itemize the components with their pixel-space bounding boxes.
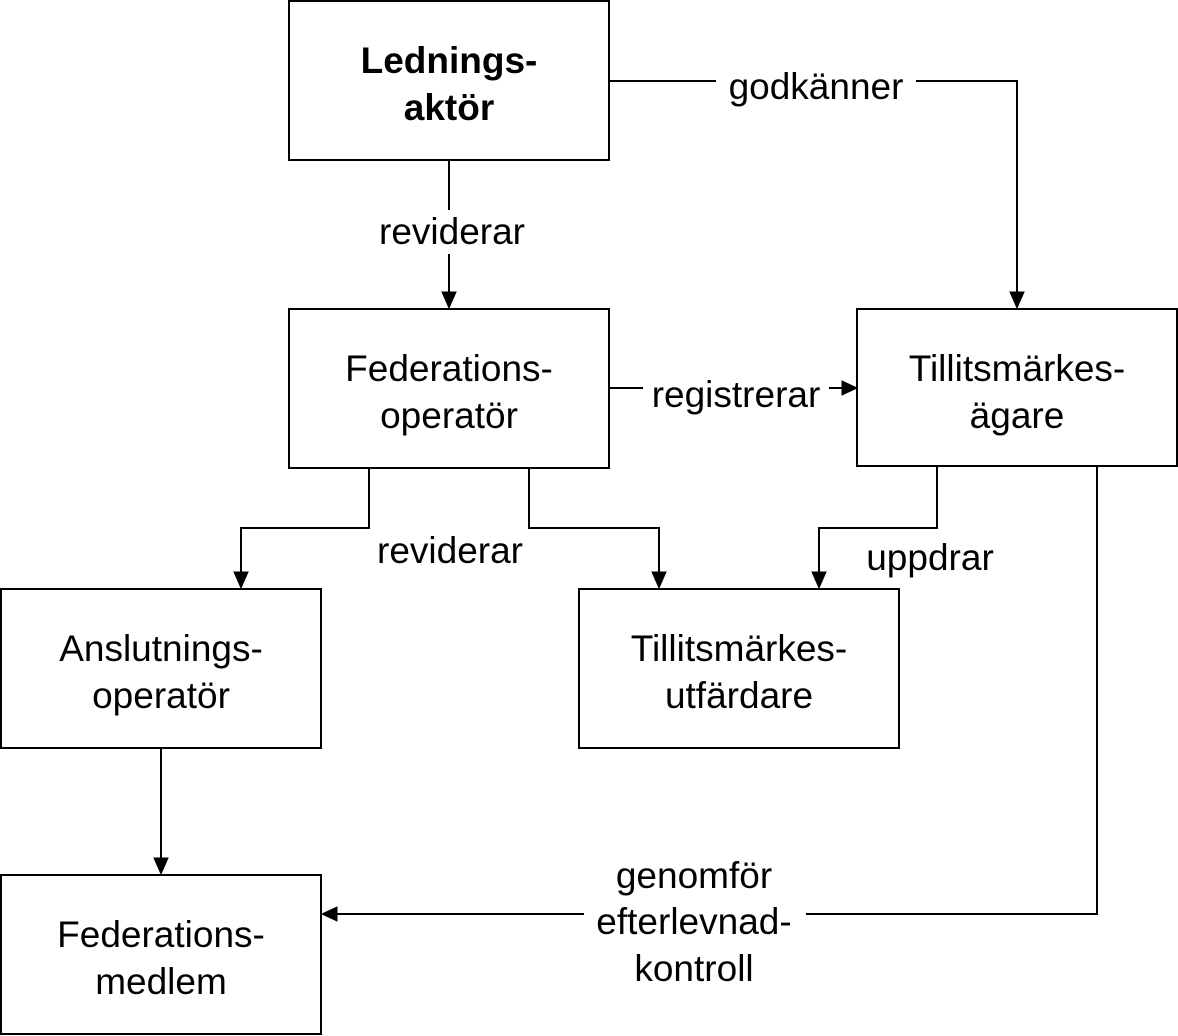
node-federationsmedlem: Federations- medlem: [0, 874, 322, 1035]
arrowhead-icon: [1009, 291, 1025, 310]
node-tillitsmarkesutfardare-line2: utfärdare: [665, 675, 813, 716]
edge-anslutning-to-medlem: [153, 749, 169, 876]
edge-uppdrar: uppdrar: [811, 467, 994, 590]
node-federationsoperator: Federations- operatör: [288, 308, 610, 469]
node-federationsoperator-line1: Federations-: [345, 348, 553, 389]
node-tillitsmarkesagare-line2: ägare: [970, 395, 1065, 436]
edge-reviderar-top: reviderar: [368, 161, 536, 310]
node-tillitsmarkesagare-line1: Tillitsmärkes-: [909, 348, 1126, 389]
edge-fedop-to-utfardare: [528, 469, 667, 590]
edge-label-genomfor-line3: kontroll: [634, 948, 753, 989]
arrowhead-icon: [153, 857, 169, 876]
arrowhead-icon: [441, 291, 457, 310]
node-federationsmedlem-line2: medlem: [95, 961, 227, 1002]
node-ledningsaktor: Lednings- aktör: [288, 0, 610, 161]
edge-label-godkanner: godkänner: [729, 66, 904, 107]
edge-label-genomfor-line2: efterlevnad-: [596, 901, 791, 942]
edge-label-genomfor-line1: genomför: [616, 855, 772, 896]
edge-label-reviderar-top: reviderar: [379, 211, 525, 252]
node-tillitsmarkesutfardare-line1: Tillitsmärkes-: [631, 628, 848, 669]
node-federationsmedlem-line1: Federations-: [57, 914, 265, 955]
edge-fedop-to-anslutningsoperator: [233, 469, 370, 590]
node-anslutningsoperator-line2: operatör: [92, 675, 230, 716]
arrowhead-icon: [233, 571, 249, 590]
arrowhead-icon: [811, 571, 827, 590]
edge-godkanner: godkänner: [609, 64, 1025, 310]
node-anslutningsoperator-line1: Anslutnings-: [59, 628, 263, 669]
node-federationsoperator-line2: operatör: [380, 395, 518, 436]
node-anslutningsoperator: Anslutnings- operatör: [0, 588, 322, 749]
arrowhead-icon: [651, 571, 667, 590]
node-tillitsmarkesagare: Tillitsmärkes- ägare: [856, 308, 1178, 467]
arrowhead-icon: [841, 380, 859, 396]
edge-label-registrerar: registrerar: [652, 374, 821, 415]
edge-label-reviderar-mid: reviderar: [377, 530, 523, 571]
edge-label-uppdrar: uppdrar: [866, 537, 994, 578]
edge-registrerar: registrerar: [609, 372, 859, 415]
node-ledningsaktor-line2: aktör: [404, 87, 494, 128]
node-tillitsmarkesutfardare: Tillitsmärkes- utfärdare: [578, 588, 900, 749]
node-ledningsaktor-line1: Lednings-: [361, 40, 538, 81]
edge-genomfor: genomför efterlevnad- kontroll: [320, 467, 1098, 989]
arrowhead-icon: [320, 906, 338, 922]
edge-reviderar-mid: reviderar: [377, 530, 523, 571]
